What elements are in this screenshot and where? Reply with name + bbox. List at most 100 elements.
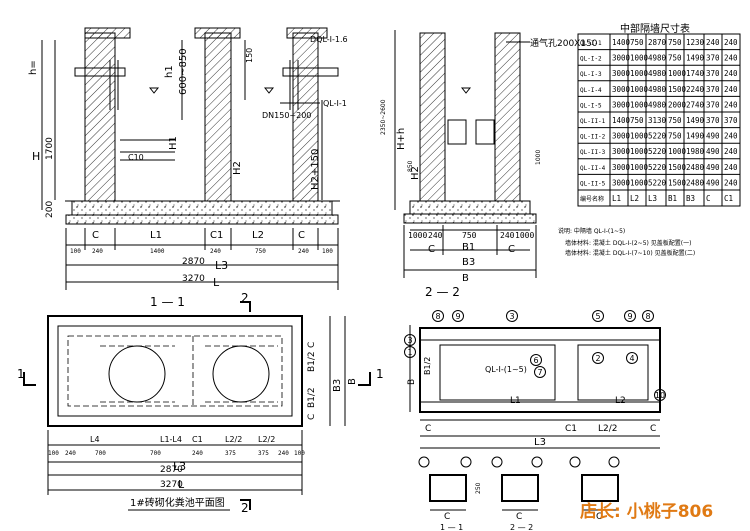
plan-B1-2-b: B1/2 — [307, 387, 317, 408]
table-cell: 1740 — [686, 69, 705, 78]
label-H-plus-h: H+h — [396, 128, 407, 150]
table-cell: 240 — [724, 147, 738, 156]
table-cell: 750 — [630, 116, 644, 125]
small-title-2: 2 — 2 — [510, 523, 533, 531]
plan-L4: L4 — [90, 435, 100, 444]
plan-d700b: 700 — [150, 450, 161, 457]
table-cell: 1500 — [668, 85, 687, 94]
table-cell: 3000 — [612, 132, 631, 141]
rebar-C-b: C — [650, 424, 656, 434]
plan-L2-2-a: L2/2 — [225, 435, 242, 444]
plan-marker-2-top: 2 — [241, 291, 249, 305]
rebar-C1: C1 — [565, 424, 577, 434]
rebar-callout-number: 10 — [655, 391, 665, 400]
table-header-cell: B1 — [668, 194, 677, 203]
rebar-callout-number: 8 — [435, 312, 440, 321]
table-cell: 490 — [706, 163, 720, 172]
plan-d375b: 375 — [258, 450, 269, 457]
table-cell: 240 — [724, 100, 738, 109]
table-cell: 240 — [724, 178, 738, 187]
plan-C1: C1 — [192, 435, 203, 444]
dim-L3: L3 — [215, 259, 228, 272]
table-cell: 370 — [706, 54, 720, 63]
plan-d100a: 100 — [48, 450, 59, 457]
table-cell: 240 — [724, 54, 738, 63]
table-cell: 1490 — [686, 54, 705, 63]
label-vent: 通气孔200X150 — [530, 37, 598, 49]
table-cell: 1500 — [668, 163, 687, 172]
right-wall — [292, 32, 319, 202]
dim-C-right: C — [508, 244, 515, 255]
rebar-B: B — [407, 379, 417, 385]
table-cell: 240 — [724, 163, 738, 172]
table-cell: 3000 — [612, 163, 631, 172]
bottom-c-1: C — [92, 230, 99, 241]
rebar-L2-2: L2/2 — [598, 424, 618, 434]
dim-2870: 2870 — [182, 257, 205, 267]
dim-B3: B3 — [462, 257, 475, 268]
table-header-cell: L3 — [648, 194, 657, 203]
table-cell: QL-II-3 — [580, 149, 606, 156]
rebar-l1: L1 — [510, 396, 521, 406]
table-title: 中部隔墙尺寸表 — [620, 22, 690, 35]
label-H2-plus: H2+150 — [310, 149, 321, 190]
table-cell: 750 — [668, 38, 682, 47]
dim-bottom-240b: 240 — [500, 231, 515, 240]
dim-bottom-750: 750 — [462, 231, 477, 240]
rebar-callout-circle — [534, 366, 546, 378]
watermark: 店长: 小桃子806 — [580, 501, 713, 522]
dim-C-left: C — [428, 244, 435, 255]
label-ql: QL-I-1 — [323, 99, 347, 108]
label-dn: DN150~200 — [262, 111, 311, 120]
rebar-callout-circle — [506, 310, 518, 322]
dim-3270: 3270 — [182, 274, 205, 284]
plan-marker-2-bottom: 2 — [241, 501, 249, 515]
label-H1: H1 — [168, 136, 179, 150]
table-cell: 370 — [706, 85, 720, 94]
table-cell: QL-I-3 — [580, 71, 602, 78]
section-1-1-title: 1 — 1 — [150, 295, 185, 309]
table-cell: 1230 — [686, 38, 705, 47]
table-header-cell: L1 — [612, 194, 621, 203]
table-cell: 3000 — [612, 147, 631, 156]
rebar-callout-number: 6 — [533, 356, 538, 365]
plan-B3: B3 — [332, 379, 343, 392]
table-cell: QL-II-5 — [580, 180, 606, 187]
label-150: 150 — [245, 48, 254, 63]
dim-240c: 240 — [298, 248, 309, 255]
rebar-callout-number: 9 — [627, 312, 632, 321]
table-cell: 3000 — [612, 178, 631, 187]
small-title-1: 1 — 1 — [440, 523, 463, 531]
table-cell: QL-II-4 — [580, 165, 606, 172]
table-cell: QL-I-2 — [580, 56, 602, 63]
rebar-callout-circle — [452, 310, 464, 322]
plan-L2-2-b: L2/2 — [258, 435, 275, 444]
table-cell: 2740 — [686, 100, 705, 109]
small-250: 250 — [475, 482, 482, 494]
table-cell: 240 — [724, 38, 738, 47]
dim-1400: 1400 — [150, 248, 165, 255]
table-cell: 1000 — [630, 132, 649, 141]
table-cell: 2870 — [648, 38, 667, 47]
table-cell: 490 — [706, 178, 720, 187]
small-sections — [418, 456, 620, 511]
rebar-callout-number: 4 — [629, 354, 634, 363]
rebar-callout-circle — [404, 334, 416, 346]
table-cell: 1000 — [630, 85, 649, 94]
table-cell: 3000 — [612, 54, 631, 63]
table-cell: 240 — [724, 85, 738, 94]
rebar-C-a: C — [425, 424, 431, 434]
rebar-callout-circle — [654, 389, 666, 401]
table-cell: 1000 — [668, 147, 687, 156]
rebar-callout-circle — [626, 352, 638, 364]
plan-L: L — [178, 478, 185, 491]
rebar-callout-number: 7 — [537, 368, 542, 377]
table-cell: 1000 — [630, 69, 649, 78]
section-1-1 — [41, 27, 340, 290]
table-header-cell: B3 — [686, 194, 695, 203]
table-cell: 1000 — [668, 69, 687, 78]
table-cell: 1490 — [686, 116, 705, 125]
table-cell: 5220 — [648, 147, 667, 156]
